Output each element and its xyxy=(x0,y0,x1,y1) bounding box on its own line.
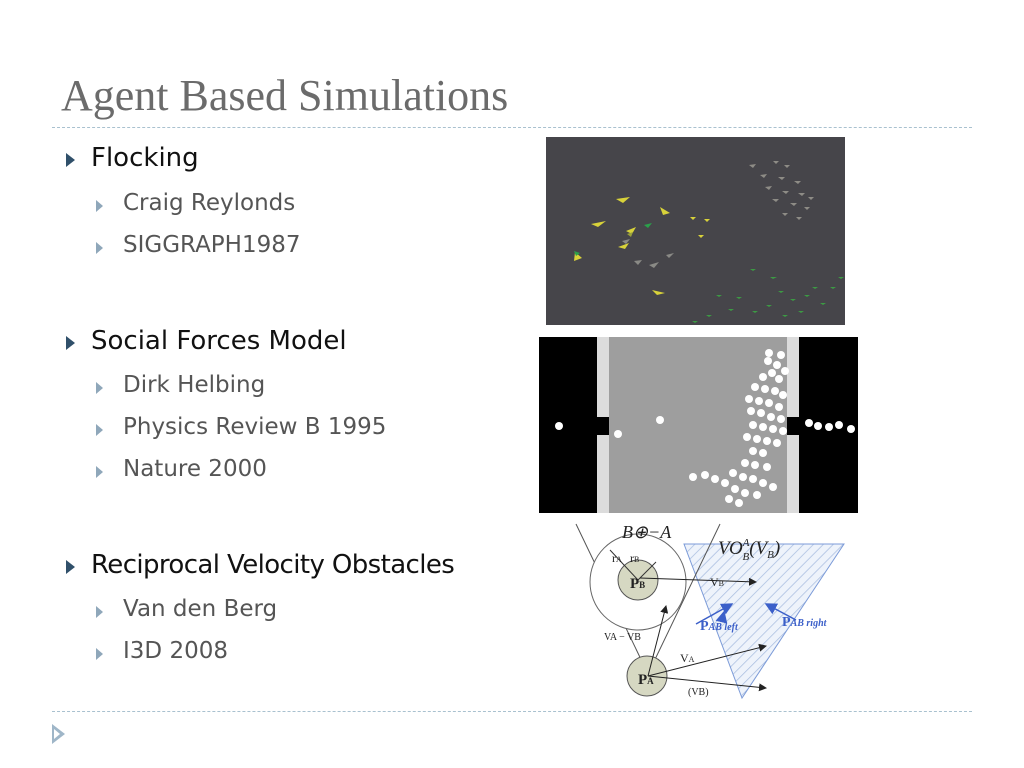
list-item: Van den Berg xyxy=(123,596,278,622)
list-item: Craig Reylonds xyxy=(123,190,296,216)
section-heading-rvo: Reciprocal Velocity Obstacles xyxy=(91,550,455,580)
svg-text:PAB left: PAB left xyxy=(700,619,739,634)
sub-bullet-arrow-icon xyxy=(96,648,103,660)
slide-nav-arrow-icon[interactable] xyxy=(52,724,65,744)
list-item: Physics Review B 1995 xyxy=(123,414,387,440)
section-heading-flocking: Flocking xyxy=(91,143,199,173)
list-item: I3D 2008 xyxy=(123,638,228,664)
footer-divider xyxy=(52,711,972,712)
list-item: Nature 2000 xyxy=(123,456,267,482)
svg-text:(VB): (VB) xyxy=(688,687,709,698)
svg-text:VB: VB xyxy=(710,575,724,589)
svg-text:rA: rA xyxy=(612,551,622,565)
bullet-arrow-icon xyxy=(66,153,75,167)
section-heading-social-forces: Social Forces Model xyxy=(91,326,347,356)
flocking-simulation-image xyxy=(546,137,845,325)
svg-text:rB: rB xyxy=(630,551,639,565)
sub-bullet-arrow-icon xyxy=(96,200,103,212)
bullet-arrow-icon xyxy=(66,336,75,350)
list-item: Dirk Helbing xyxy=(123,372,266,398)
svg-text:PB: PB xyxy=(630,576,645,592)
title-divider xyxy=(52,127,972,128)
svg-text:PA: PA xyxy=(638,672,654,688)
bullet-arrow-icon xyxy=(66,560,75,574)
sub-bullet-arrow-icon xyxy=(96,382,103,394)
social-forces-simulation-image xyxy=(539,333,858,517)
svg-text:PAB right: PAB right xyxy=(782,615,828,630)
svg-text:VA: VA xyxy=(680,651,695,665)
sub-bullet-arrow-icon xyxy=(96,424,103,436)
minkowski-label: B⊕−A xyxy=(622,522,672,542)
slide-title: Agent Based Simulations xyxy=(61,71,509,120)
sub-bullet-arrow-icon xyxy=(96,466,103,478)
sub-bullet-arrow-icon xyxy=(96,242,103,254)
svg-text:VA − VB: VA − VB xyxy=(604,632,641,643)
list-item: SIGGRAPH1987 xyxy=(123,232,301,258)
sub-bullet-arrow-icon xyxy=(96,606,103,618)
